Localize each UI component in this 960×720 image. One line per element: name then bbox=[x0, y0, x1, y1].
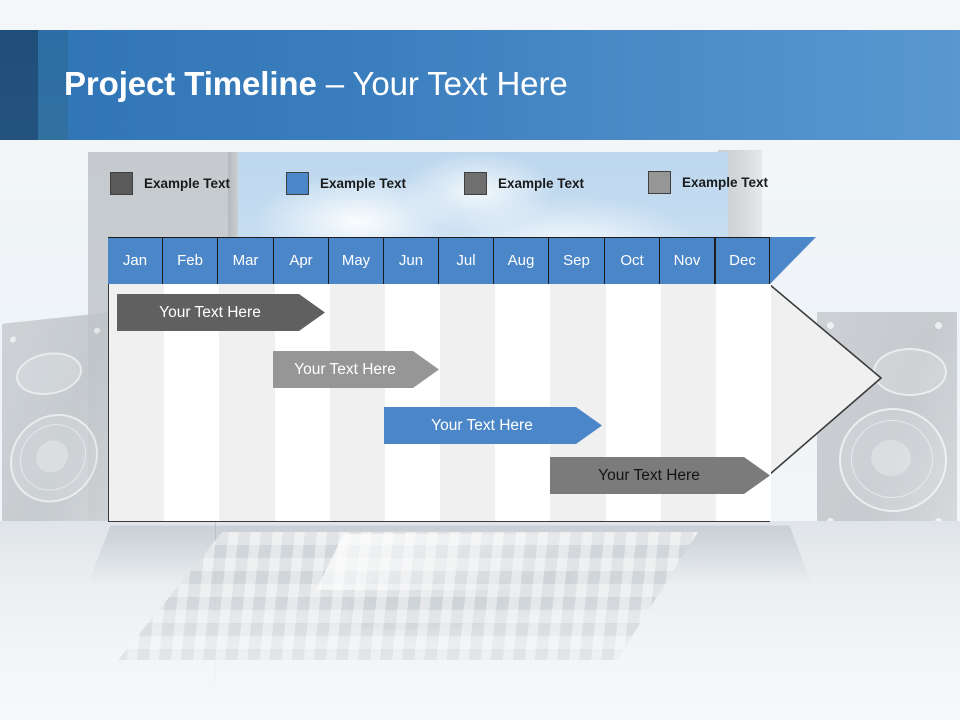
legend-item-4[interactable]: Example Text bbox=[648, 170, 769, 194]
legend-swatch-icon bbox=[648, 170, 671, 194]
legend-swatch-icon bbox=[464, 171, 487, 195]
timeline-bar-2[interactable]: Your Text Here bbox=[273, 351, 439, 388]
keyboard-gloss bbox=[316, 534, 684, 590]
timeline-bar-label: Your Text Here bbox=[431, 416, 533, 434]
title-bar-accent-dark bbox=[0, 30, 38, 140]
timeline-bar-1[interactable]: Your Text Here bbox=[117, 294, 325, 331]
month-header-may[interactable]: May bbox=[329, 237, 384, 284]
month-header-nov[interactable]: Nov bbox=[660, 237, 715, 284]
legend-item-label: Example Text bbox=[682, 174, 769, 190]
page-title-bold: Project Timeline bbox=[64, 65, 317, 102]
timeline-bar-label: Your Text Here bbox=[598, 466, 700, 484]
month-header-oct[interactable]: Oct bbox=[605, 237, 660, 284]
timeline-bar-label: Your Text Here bbox=[159, 303, 261, 321]
legend-swatch-icon bbox=[286, 171, 309, 195]
page-title-separator: – bbox=[316, 65, 353, 102]
legend-item-3[interactable]: Example Text bbox=[464, 171, 585, 195]
timeline-column-jul bbox=[440, 284, 495, 521]
title-bar-accent-mid bbox=[38, 30, 68, 140]
timeline-header-top-border bbox=[108, 237, 770, 238]
legend-item-label: Example Text bbox=[498, 175, 585, 191]
month-header-mar[interactable]: Mar bbox=[218, 237, 274, 284]
legend-item-2[interactable]: Example Text bbox=[286, 171, 407, 195]
month-header-jul[interactable]: Jul bbox=[439, 237, 494, 284]
timeline-bar-label: Your Text Here bbox=[294, 360, 396, 378]
page-title: Project Timeline – Your Text Here bbox=[64, 58, 884, 110]
legend-item-label: Example Text bbox=[144, 175, 231, 191]
timeline-grid-body bbox=[108, 284, 771, 522]
timeline-column-jun bbox=[385, 284, 440, 521]
month-header-feb[interactable]: Feb bbox=[163, 237, 218, 284]
title-bar bbox=[0, 30, 960, 140]
legend-item-1[interactable]: Example Text bbox=[110, 171, 231, 195]
timeline-column-may bbox=[330, 284, 385, 521]
month-header-sep[interactable]: Sep bbox=[549, 237, 605, 284]
legend-swatch-icon bbox=[110, 171, 133, 195]
timeline-bar-3[interactable]: Your Text Here bbox=[384, 407, 602, 444]
month-header-apr[interactable]: Apr bbox=[274, 237, 329, 284]
month-header-jun[interactable]: Jun bbox=[384, 237, 439, 284]
page-title-light: Your Text Here bbox=[352, 65, 568, 102]
month-header-dec[interactable]: Dec bbox=[715, 237, 770, 284]
month-header-jan[interactable]: Jan bbox=[108, 237, 163, 284]
legend-item-label: Example Text bbox=[320, 175, 407, 191]
month-header-aug[interactable]: Aug bbox=[494, 237, 549, 284]
timeline-bar-4[interactable]: Your Text Here bbox=[550, 457, 770, 494]
timeline-column-aug bbox=[495, 284, 550, 521]
